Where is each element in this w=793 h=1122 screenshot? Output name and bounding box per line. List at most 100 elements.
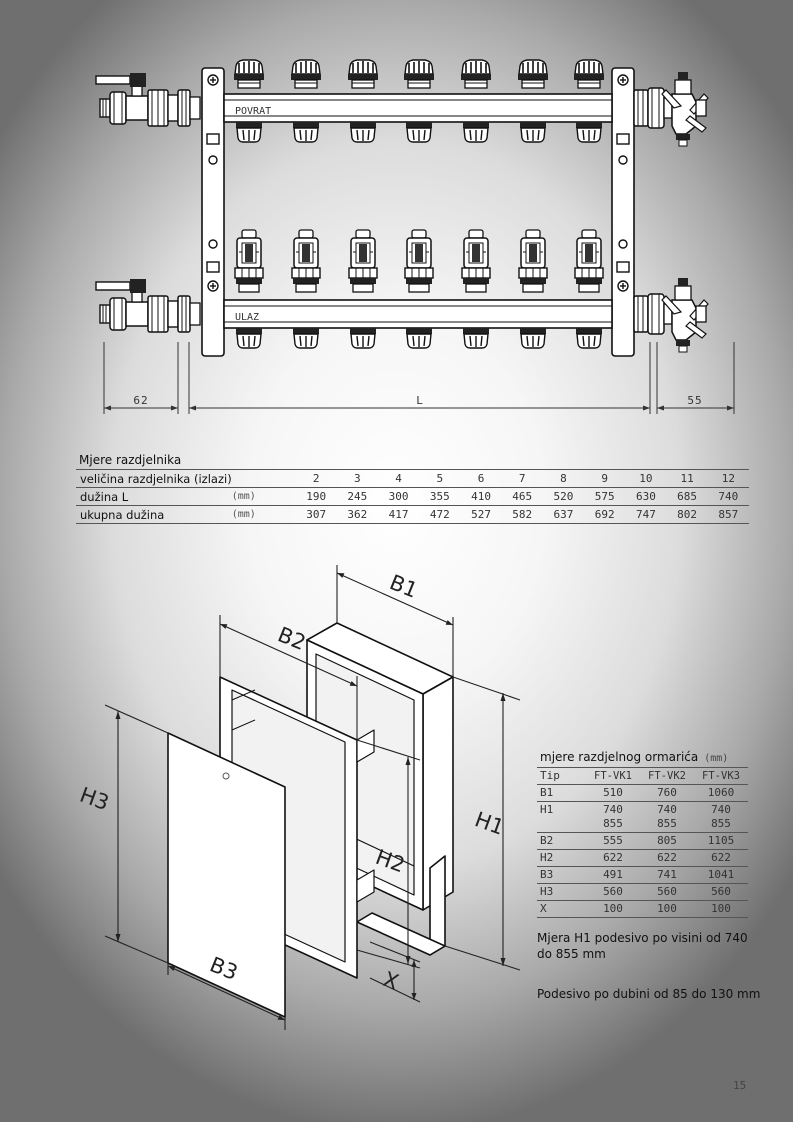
table-cell: 307	[306, 508, 327, 521]
table-cell: 1105	[694, 833, 748, 850]
table-cell: 1060	[694, 785, 748, 802]
cell-value: 555	[603, 834, 623, 847]
depth-adjust-note: Podesivo po dubini od 85 do 130 mm	[537, 987, 761, 1001]
row-label: dužina L	[80, 489, 129, 504]
cell-value: 1041	[707, 868, 735, 881]
table-cell: 190	[306, 490, 327, 503]
table-cell: 11	[680, 472, 694, 485]
table-cell: 10	[639, 472, 653, 485]
table-cell: 555	[586, 833, 640, 850]
table-cell: 6	[477, 472, 485, 485]
cell-value: 855	[711, 817, 731, 830]
table-cell: 362	[347, 508, 368, 521]
row-key: H1	[540, 803, 554, 816]
return-bar-label: POVRAT	[235, 106, 271, 117]
table-cell: 465	[512, 490, 533, 503]
table-cell: 3	[354, 472, 361, 485]
cell-value: 491	[603, 868, 623, 881]
row-label: ukupna dužina	[80, 507, 165, 522]
table-cell: 100	[586, 901, 640, 918]
cabinet-table-unit: (mm)	[704, 753, 729, 764]
table-cell: 622	[640, 850, 694, 867]
table-cell: 560	[640, 884, 694, 901]
cell-value: 100	[603, 902, 623, 915]
table-row: X 100 100 100	[537, 901, 748, 918]
table-cell: 100	[694, 901, 748, 918]
table-cell: 1041	[694, 867, 748, 884]
cell-value: 1060	[707, 786, 735, 799]
row-unit: (mm)	[231, 509, 256, 520]
table-cell: 520	[553, 490, 574, 503]
row-key: H3	[540, 885, 554, 898]
table-cell: 685	[677, 490, 698, 503]
cell-value: 560	[711, 885, 731, 898]
cell-value: 740	[603, 803, 623, 816]
table-cell: 560	[694, 884, 748, 901]
label-b2: B2	[274, 622, 309, 655]
table-cell: 410	[471, 490, 491, 503]
table-cell: 4	[395, 472, 402, 485]
table-cell: 355	[429, 490, 450, 503]
cell-value: 100	[711, 902, 731, 915]
table-cell: 491	[586, 867, 640, 884]
table-cell: 5	[436, 472, 444, 485]
table-cell: 417	[388, 508, 409, 521]
cell-value: 855	[603, 817, 623, 830]
cell-value: 740	[711, 803, 731, 816]
cell-value: 741	[657, 868, 677, 881]
column-header: FT-VK2	[648, 770, 686, 782]
cell-value: 510	[603, 786, 623, 799]
table-cell: 2	[312, 472, 320, 485]
table-cell: 472	[429, 508, 450, 521]
table-cell: 582	[512, 508, 533, 521]
table-cell: 622	[694, 850, 748, 867]
table-cell: 637	[553, 508, 574, 521]
table-cell: 692	[594, 508, 615, 521]
label-h1: H1	[472, 807, 508, 840]
row-key: H2	[540, 851, 554, 864]
table-cell: 630	[635, 490, 656, 503]
cell-value: 805	[657, 834, 677, 847]
table-cell: 9	[601, 472, 608, 485]
table-cell: 747	[635, 508, 656, 521]
row-key: B2	[540, 834, 554, 847]
table-cell: 760	[640, 785, 694, 802]
table-row: B2 555 805 1105	[537, 833, 748, 850]
row-unit: (mm)	[231, 491, 256, 502]
table-cell: 740	[718, 490, 739, 503]
label-h3: H3	[77, 783, 113, 816]
column-header: Tip	[540, 769, 560, 782]
cell-value: 855	[657, 817, 677, 830]
label-x: X	[380, 967, 402, 994]
cell-value: 622	[603, 851, 623, 864]
table-cell: 510	[586, 785, 640, 802]
supply-bar-label: ULAZ	[235, 312, 259, 323]
table-cell: 805	[640, 833, 694, 850]
table-cell: 245	[347, 490, 368, 503]
manifold-drawing: POVRAT ULAZ	[95, 59, 735, 414]
table-cell: 100	[640, 901, 694, 918]
cabinet-table-title-text: mjere razdjelnog ormarića	[540, 750, 699, 764]
row-key: X	[540, 902, 547, 915]
table-cell: 741	[640, 867, 694, 884]
table-cell: 7	[518, 472, 526, 485]
cell-value: 760	[657, 786, 677, 799]
table-cell: 300	[388, 490, 409, 503]
table-cell: 560	[586, 884, 640, 901]
manifold-table-title: Mjere razdjelnika	[79, 453, 182, 467]
column-header: FT-VK1	[594, 770, 632, 782]
cell-value: 622	[657, 851, 677, 864]
height-adjust-note: Mjera H1 podesivo po visini od 740 do 85…	[537, 931, 748, 961]
cell-value: 100	[657, 902, 677, 915]
